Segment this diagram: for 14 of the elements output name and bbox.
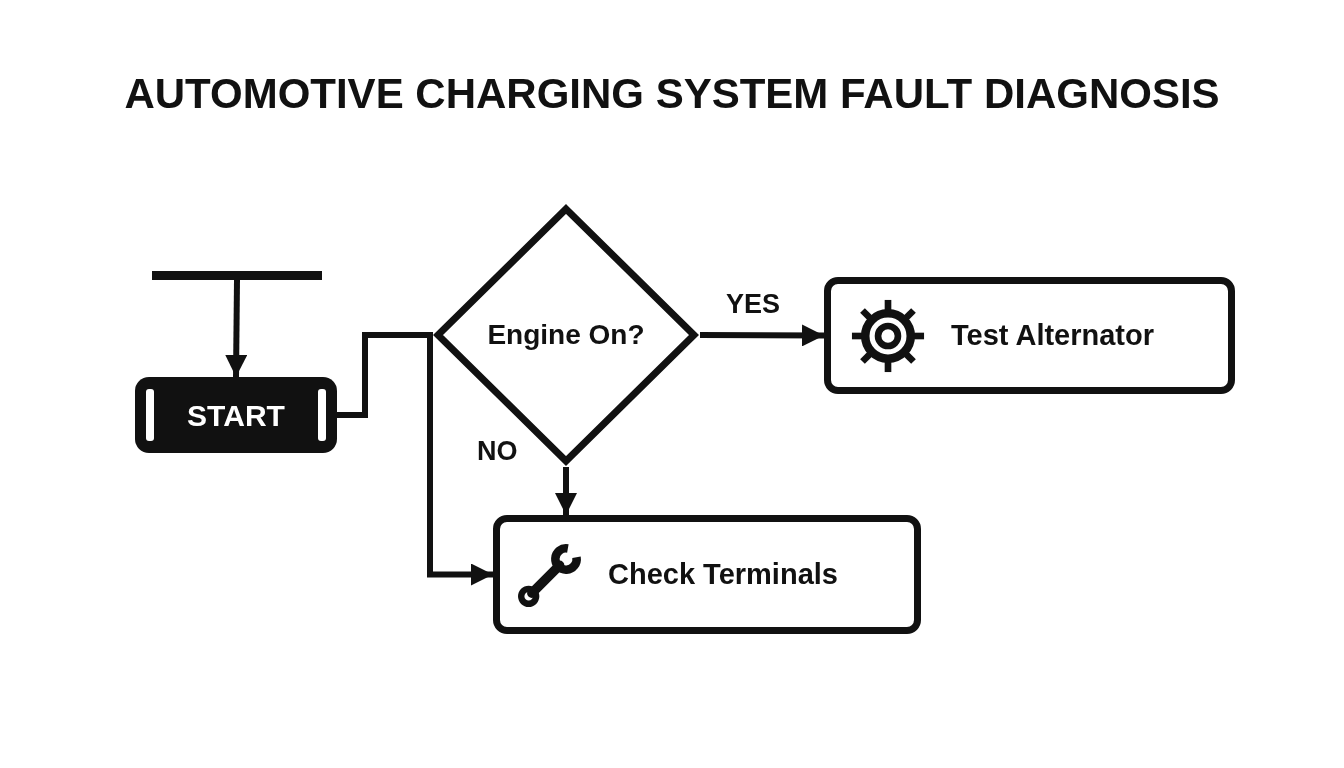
arrow bbox=[337, 332, 493, 586]
step-label: Check Terminals bbox=[608, 558, 838, 591]
diagram-title: AUTOMOTIVE CHARGING SYSTEM FAULT DIAGNOSIS bbox=[124, 70, 1220, 119]
arrow bbox=[225, 279, 248, 378]
process-box bbox=[824, 277, 1235, 394]
horizontal-bar bbox=[152, 271, 322, 280]
decision-diamond bbox=[432, 203, 700, 467]
arrow bbox=[555, 467, 577, 515]
terminal-label: START bbox=[187, 398, 285, 432]
decision-label: Engine On? bbox=[487, 319, 645, 351]
start-terminal bbox=[135, 377, 337, 453]
step-label: Test Alternator bbox=[951, 319, 1155, 352]
arrow bbox=[700, 324, 824, 347]
process-box bbox=[493, 515, 921, 634]
